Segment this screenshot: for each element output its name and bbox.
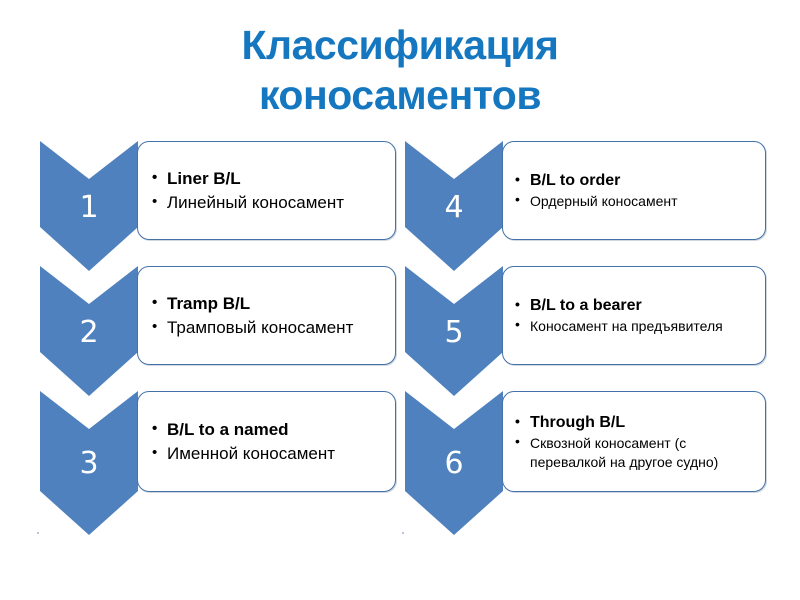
chevron-shape-6	[405, 391, 503, 535]
decorative-dot-right	[402, 532, 404, 534]
item-textbox-3: B/L to a named Именной коносамент	[137, 391, 396, 492]
chevron-shape-1	[40, 141, 138, 271]
chevron-shape-4	[405, 141, 503, 271]
diagram-item-2[interactable]: 2 Tramp B/L Трамповый коносамент	[40, 266, 396, 396]
diagram-item-4[interactable]: 4 B/L to order Ордерный коносамент	[405, 141, 766, 271]
diagram-item-6[interactable]: 6 Through B/L Сквозной коносамент (с пер…	[405, 391, 766, 535]
chevron-shape-5	[405, 266, 503, 396]
item-term-en-2: Tramp B/L	[150, 291, 387, 315]
item-term-ru-4: Ордерный коносамент	[513, 190, 757, 211]
item-term-ru-1: Линейный коносамент	[150, 190, 387, 214]
page-title-line-2: коносаментов	[258, 72, 542, 118]
item-term-en-4: B/L to order	[513, 168, 757, 192]
item-term-en-5: B/L to a bearer	[513, 293, 757, 317]
item-term-ru-6: Сквозной коносамент (с перевалкой на дру…	[513, 432, 757, 472]
item-term-en-6: Through B/L	[513, 410, 757, 434]
item-textbox-2: Tramp B/L Трамповый коносамент	[137, 266, 396, 365]
item-term-ru-2: Трамповый коносамент	[150, 315, 387, 339]
item-textbox-1: Liner B/L Линейный коносамент	[137, 141, 396, 240]
page-title: Классификация коносаментов	[60, 20, 740, 120]
page-title-line-1: Классификация	[241, 22, 559, 68]
item-term-ru-3: Именной коносамент	[150, 441, 387, 465]
item-term-en-1: Liner B/L	[150, 166, 387, 190]
item-textbox-6: Through B/L Сквозной коносамент (с перев…	[502, 391, 766, 492]
diagram-item-3[interactable]: 3 B/L to a named Именной коносамент	[40, 391, 396, 535]
item-term-ru-5: Коносамент на предъявителя	[513, 315, 757, 336]
diagram-item-1[interactable]: 1 Liner B/L Линейный коносамент	[40, 141, 396, 271]
item-textbox-4: B/L to order Ордерный коносамент	[502, 141, 766, 240]
decorative-dot-left	[37, 532, 39, 534]
chevron-shape-2	[40, 266, 138, 396]
item-term-en-3: B/L to a named	[150, 417, 387, 441]
diagram-item-5[interactable]: 5 B/L to a bearer Коносамент на предъяви…	[405, 266, 766, 396]
chevron-shape-3	[40, 391, 138, 535]
item-textbox-5: B/L to a bearer Коносамент на предъявите…	[502, 266, 766, 365]
